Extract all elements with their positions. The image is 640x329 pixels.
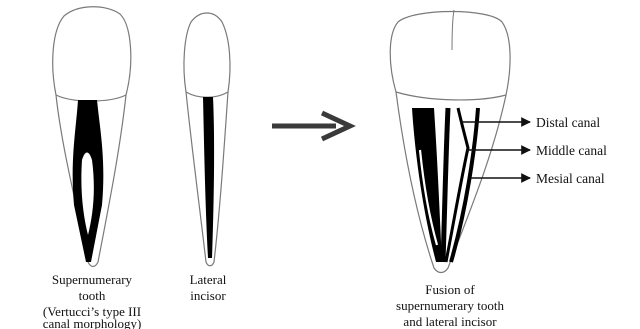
fused-tooth bbox=[390, 10, 510, 273]
distal-canal-label: Distal canal bbox=[536, 115, 600, 130]
mesial-canal-label: Mesial canal bbox=[536, 171, 605, 186]
fused-distal-canal bbox=[443, 108, 448, 262]
supernumerary-pulp-canal bbox=[73, 100, 104, 262]
fused-root bbox=[396, 92, 506, 273]
caption-line: canal morphology) bbox=[43, 316, 142, 329]
supernumerary-crown bbox=[53, 7, 131, 101]
caption-line: Lateral bbox=[190, 272, 227, 287]
transition-arrow-icon bbox=[272, 113, 350, 139]
caption-line: tooth bbox=[79, 288, 106, 303]
caption-line: supernumerary tooth bbox=[396, 298, 504, 313]
supernumerary-caption: Supernumerary tooth (Vertucci’s type III… bbox=[43, 272, 142, 329]
fused-left-pulp-canal bbox=[412, 108, 442, 262]
caption-line: incisor bbox=[190, 288, 226, 303]
lateral-pulp-canal bbox=[203, 97, 214, 258]
caption-line: Fusion of bbox=[425, 282, 475, 297]
lateral-caption: Lateral incisor bbox=[190, 272, 227, 303]
lateral-crown bbox=[184, 13, 230, 97]
middle-canal-label: Middle canal bbox=[536, 143, 607, 158]
caption-line: Supernumerary bbox=[52, 272, 133, 287]
lateral-incisor bbox=[184, 13, 230, 266]
supernumerary-tooth bbox=[53, 7, 131, 267]
fusion-caption: Fusion of supernumerary tooth and latera… bbox=[396, 282, 504, 329]
fused-crown bbox=[390, 12, 510, 100]
caption-line: and lateral incisor bbox=[403, 314, 497, 329]
